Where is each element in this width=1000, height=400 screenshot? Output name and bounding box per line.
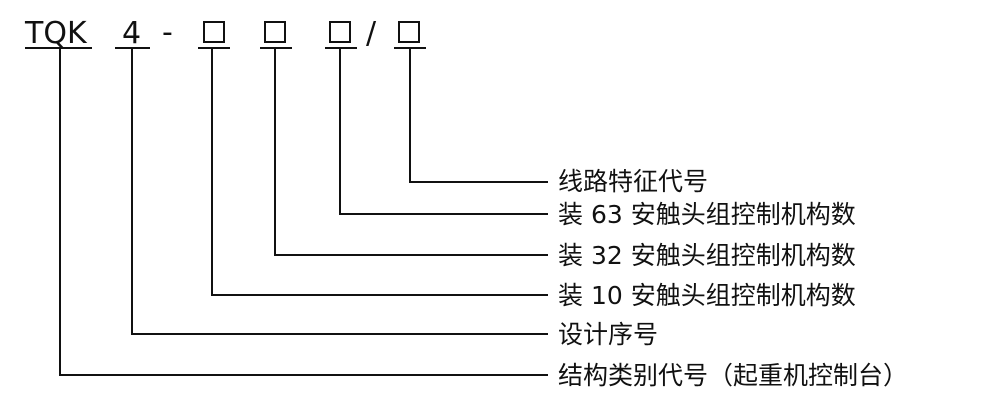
- placeholder-box-32: [264, 21, 286, 43]
- label-contacts-63: 装 63 安触头组控制机构数: [558, 200, 856, 229]
- label-contacts-10: 装 10 安触头组控制机构数: [558, 281, 856, 310]
- leader-contacts-63: [339, 48, 548, 215]
- leader-design-serial: [131, 48, 548, 335]
- code-prefix: TQK: [24, 16, 88, 51]
- leader-line-feature: [409, 48, 548, 183]
- label-design-serial: 设计序号: [558, 320, 658, 349]
- leader-structure-type: [59, 48, 548, 376]
- label-contacts-32: 装 32 安触头组控制机构数: [558, 241, 856, 270]
- placeholder-box-line: [398, 21, 420, 43]
- code-dash: -: [162, 15, 173, 50]
- code-slash: /: [366, 16, 377, 51]
- placeholder-box-63: [329, 21, 351, 43]
- placeholder-box-10: [203, 21, 225, 43]
- leader-contacts-32: [274, 48, 548, 256]
- leader-contacts-10: [211, 48, 548, 296]
- label-line-feature: 线路特征代号: [558, 167, 708, 196]
- code-series: 4: [122, 16, 141, 51]
- label-structure-type: 结构类别代号（起重机控制台）: [558, 361, 908, 390]
